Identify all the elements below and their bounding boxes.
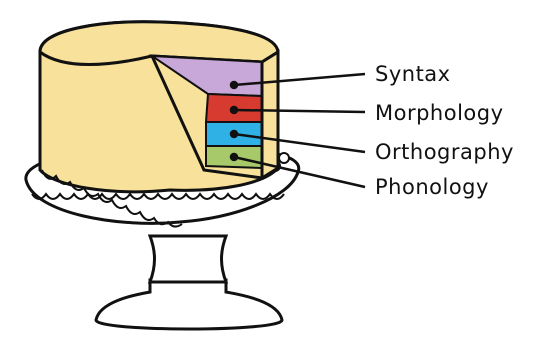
label-syntax: Syntax: [375, 64, 451, 85]
label-orthography: Orthography: [375, 142, 514, 163]
stand-base: [96, 280, 282, 329]
slice-right-wall: [262, 52, 278, 178]
stand-stem: [150, 236, 226, 282]
label-phonology: Phonology: [375, 177, 489, 198]
label-morphology: Morphology: [375, 103, 504, 124]
